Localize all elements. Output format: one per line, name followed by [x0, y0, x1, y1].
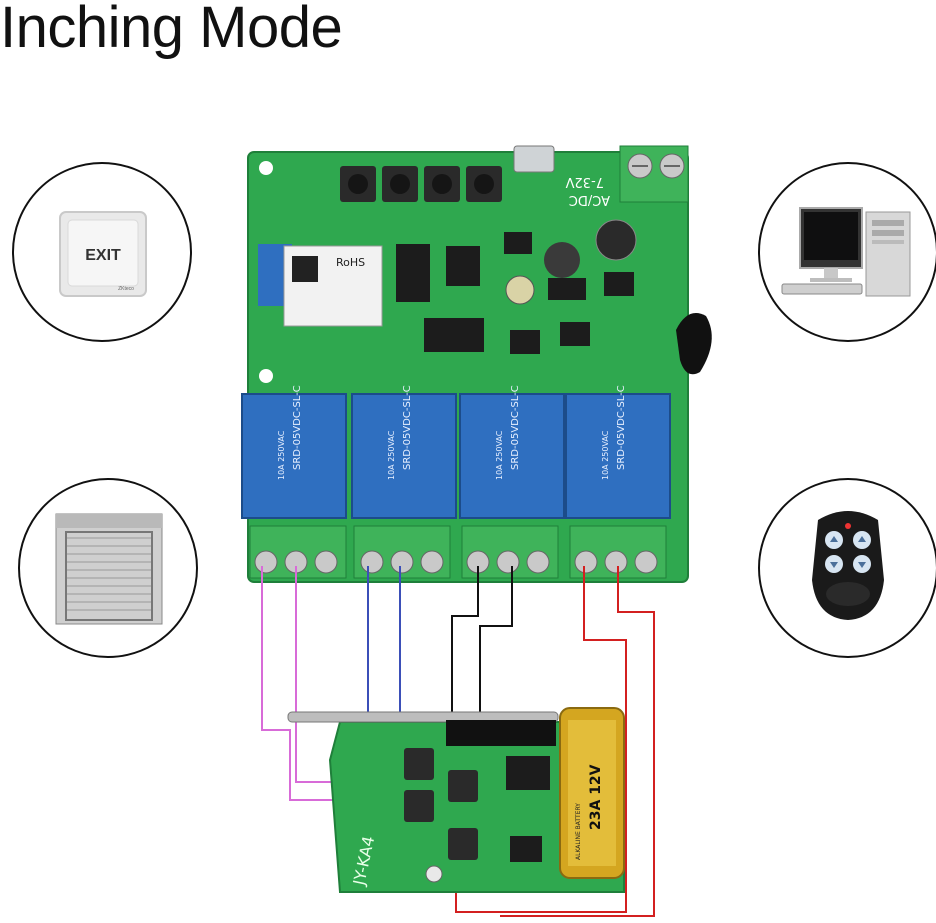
relay-row: SRD-05VDC-SL-C 10A 250VAC SRD-05VDC-SL-C… — [241, 385, 671, 519]
battery-spec: 23A 12V — [588, 764, 604, 830]
exit-label: EXIT — [85, 247, 121, 264]
exit-brand: ZKteco — [118, 286, 134, 292]
desktop-computer-icon — [781, 207, 911, 297]
remote-fob-icon — [812, 511, 884, 620]
module-rohs: RoHS — [336, 256, 365, 269]
relay-1: SRD-05VDC-SL-C 10A 250VAC — [241, 385, 347, 519]
remote-fob-circle — [758, 478, 936, 658]
page-title: Inching Mode — [0, 0, 343, 60]
relay-2-rating: 10A 250VAC — [387, 430, 396, 480]
terminal-blocks — [249, 525, 667, 579]
computer-circle — [758, 162, 936, 342]
remote-board: 23A 12V ALKALINE BATTERY JY-KA4 — [287, 707, 625, 893]
exit-button-circle: EXIT ZKteco — [12, 162, 192, 342]
power-label-voltage: 7-32V — [565, 174, 604, 189]
relay-3-rating: 10A 250VAC — [495, 430, 504, 480]
relay-4: SRD-05VDC-SL-C 10A 250VAC — [565, 385, 671, 519]
relay-2-model: SRD-05VDC-SL-C — [402, 385, 413, 470]
relay-1-rating: 10A 250VAC — [277, 430, 286, 480]
relay-1-model: SRD-05VDC-SL-C — [292, 385, 303, 470]
garage-door-icon — [55, 513, 163, 625]
relay-4-model: SRD-05VDC-SL-C — [616, 385, 627, 470]
relay-3: SRD-05VDC-SL-C 10A 250VAC — [459, 385, 565, 519]
board-push-buttons — [340, 166, 502, 202]
relay-4-rating: 10A 250VAC — [601, 430, 610, 480]
relay-3-model: SRD-05VDC-SL-C — [510, 385, 521, 470]
garage-door-circle — [18, 478, 198, 658]
exit-button-icon: EXIT ZKteco — [59, 211, 147, 297]
power-label-acdc: AC/DC — [569, 192, 610, 207]
wire-pink — [261, 566, 416, 801]
battery-brand: ALKALINE BATTERY — [575, 803, 582, 860]
wire-red — [500, 566, 655, 917]
relay-2: SRD-05VDC-SL-C 10A 250VAC — [351, 385, 457, 519]
wire-red — [455, 566, 627, 913]
